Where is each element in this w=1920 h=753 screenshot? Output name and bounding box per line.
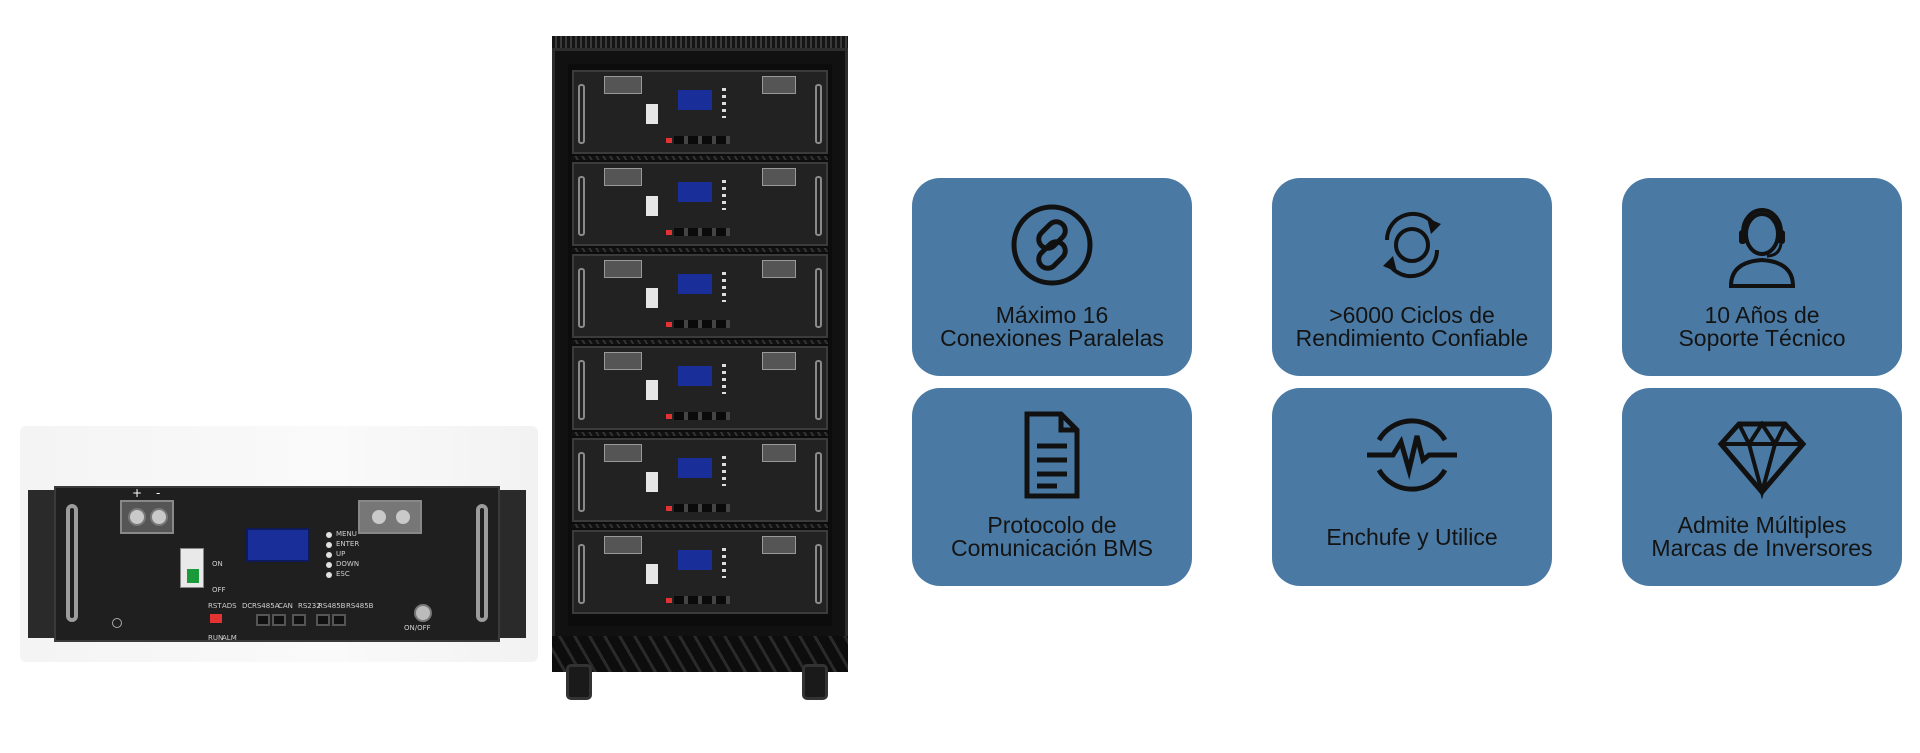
port-label-1: RS485A: [252, 602, 280, 610]
feature-card-cycles: >6000 Ciclos de Rendimiento Confiable: [1272, 178, 1552, 376]
lcd-screen: [246, 528, 310, 562]
feature-label: Admite Múltiples Marcas de Inversores: [1622, 514, 1902, 560]
menu-label: MENU: [336, 530, 357, 538]
cabinet-module: [572, 530, 828, 614]
run-label: RUN: [208, 634, 224, 642]
cabinet-module: [572, 70, 828, 154]
feature-card-support: 10 Años de Soporte Técnico: [1622, 178, 1902, 376]
plug-pulse-icon: [1367, 418, 1457, 492]
feature-line: Enchufe y Utilice: [1326, 524, 1498, 550]
caster-wheel: [566, 664, 592, 700]
circuit-breaker[interactable]: [180, 548, 204, 588]
menu-button[interactable]: [326, 532, 332, 538]
module-front-panel: + - ON OFF MENU ENTER UP DOWN ESC RST AD…: [54, 486, 500, 642]
shelf-rail: [572, 156, 828, 160]
right-handle: [476, 504, 488, 622]
shelf-rail: [572, 340, 828, 344]
reset-button[interactable]: [210, 614, 222, 623]
down-label: DOWN: [336, 560, 360, 568]
feature-card-parallel: Máximo 16 Conexiones Paralelas: [912, 178, 1192, 376]
link-icon: [1011, 204, 1093, 286]
breaker-on-label: ON: [212, 560, 223, 568]
feature-label: Protocolo de Comunicación BMS: [912, 514, 1192, 560]
document-icon: [1024, 411, 1080, 499]
port-label-4: RS485B: [318, 602, 346, 610]
cycle-arrows-icon: [1383, 211, 1441, 279]
enter-label: ENTER: [336, 540, 360, 548]
dc-label: DC: [242, 602, 253, 610]
feature-line: Rendimiento Confiable: [1295, 325, 1529, 351]
feature-line: Admite Múltiples: [1677, 512, 1847, 538]
up-label: UP: [336, 550, 346, 558]
enter-button[interactable]: [326, 542, 332, 548]
feature-label: Enchufe y Utilice: [1272, 526, 1552, 549]
cabinet-base-vent: [552, 636, 848, 672]
cabinet-top-vent: [552, 36, 848, 50]
dc-terminal-right: [358, 500, 422, 534]
plus-sign: +: [132, 486, 143, 500]
port-label-2: CAN: [278, 602, 293, 610]
feature-card-bms: Protocolo de Comunicación BMS: [912, 388, 1192, 586]
feature-line: Comunicación BMS: [951, 535, 1153, 561]
caster-wheel: [802, 664, 828, 700]
battery-cabinet-image: [552, 36, 848, 712]
breaker-off-label: OFF: [212, 586, 226, 594]
down-button[interactable]: [326, 562, 332, 568]
rst-label: RST: [208, 602, 222, 610]
comm-port[interactable]: [256, 614, 270, 626]
ads-label: ADS: [222, 602, 237, 610]
minus-sign: -: [156, 486, 161, 500]
feature-line: 10 Años de: [1704, 302, 1820, 328]
shelf-rail: [572, 432, 828, 436]
feature-line: >6000 Ciclos de: [1329, 302, 1495, 328]
comm-port[interactable]: [292, 614, 306, 626]
diamond-icon: [1717, 420, 1807, 500]
comm-port[interactable]: [316, 614, 330, 626]
feature-line: Conexiones Paralelas: [940, 325, 1164, 351]
shelf-rail: [572, 248, 828, 252]
onoff-label: ON/OFF: [404, 624, 431, 632]
cabinet-module: [572, 438, 828, 522]
support-agent-icon: [1728, 208, 1796, 288]
comm-port[interactable]: [332, 614, 346, 626]
feature-card-plug: Enchufe y Utilice: [1272, 388, 1552, 586]
shelf-rail: [572, 524, 828, 528]
comm-port[interactable]: [272, 614, 286, 626]
feature-line: Máximo 16: [995, 302, 1109, 328]
feature-label: Máximo 16 Conexiones Paralelas: [912, 304, 1192, 350]
alm-label: ALM: [222, 634, 237, 642]
ground-icon: [112, 618, 122, 628]
left-handle: [66, 504, 78, 622]
cabinet-module: [572, 162, 828, 246]
feature-label: 10 Años de Soporte Técnico: [1622, 304, 1902, 350]
cabinet-module: [572, 346, 828, 430]
feature-card-inverters: Admite Múltiples Marcas de Inversores: [1622, 388, 1902, 586]
esc-button[interactable]: [326, 572, 332, 578]
esc-label: ESC: [336, 570, 350, 578]
feature-label: >6000 Ciclos de Rendimiento Confiable: [1272, 304, 1552, 350]
feature-line: Protocolo de: [987, 512, 1117, 538]
feature-line: Marcas de Inversores: [1651, 535, 1873, 561]
up-button[interactable]: [326, 552, 332, 558]
battery-module-image: + - ON OFF MENU ENTER UP DOWN ESC RST AD…: [20, 426, 538, 664]
dc-terminal-left: [120, 500, 174, 534]
port-label-3: RS232: [298, 602, 321, 610]
feature-line: Soporte Técnico: [1678, 325, 1846, 351]
power-button[interactable]: [414, 604, 432, 622]
port-label-5: RS485B: [346, 602, 374, 610]
cabinet-module: [572, 254, 828, 338]
